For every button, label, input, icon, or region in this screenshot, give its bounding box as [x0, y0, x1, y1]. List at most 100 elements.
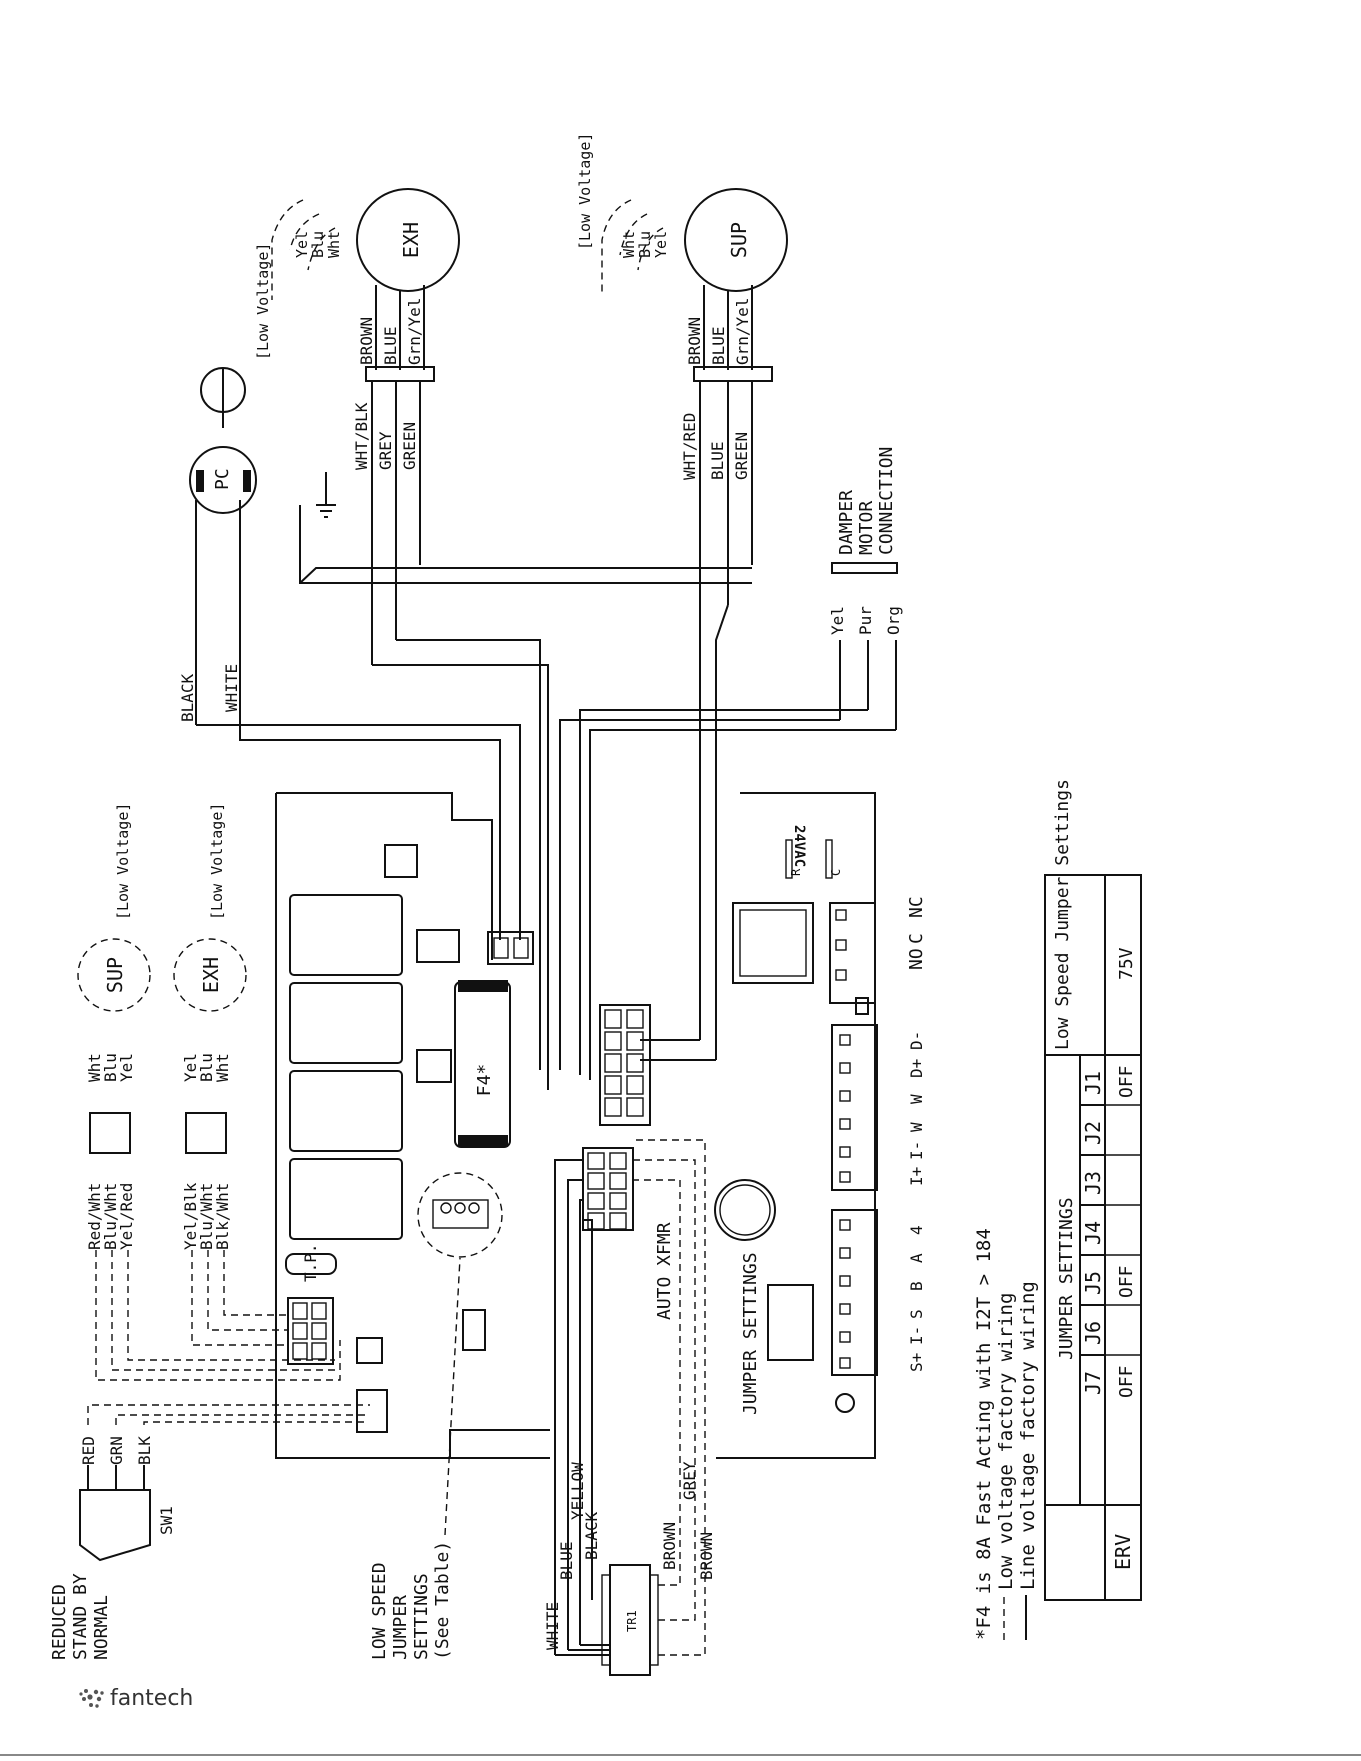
damper-title-3: CONNECTION [876, 447, 897, 555]
term-a-5: I- [907, 1141, 926, 1160]
power-line-white: WHITE [222, 664, 241, 712]
lv-exh-lead-2: Blu [197, 1053, 216, 1082]
vac-pin-c: C [829, 869, 843, 876]
exh-harness-2: GREY [376, 431, 395, 470]
damper-title-1: DAMPER [836, 490, 857, 555]
lv-exh-lead-1: Yel [181, 1053, 200, 1082]
table-col-j6: J6 [1081, 1321, 1105, 1345]
exh-motor-label: EXH [399, 222, 423, 258]
low-speed-note-2: JUMPER [390, 1595, 411, 1660]
vac-label: 24VAC [791, 825, 807, 867]
term-a-6: I+ [907, 1167, 926, 1186]
table-val-low: 75V [1116, 947, 1137, 980]
power-plug: PC BLACK WHITE [178, 367, 521, 940]
exh-harness-1: WHT/BLK [352, 402, 371, 470]
lv-sup-note: [Low Voltage] [114, 803, 132, 920]
exh-lead-1: Yel [293, 231, 311, 258]
vac-pin-r: R [789, 868, 803, 876]
tr1-wire-blue: BLUE [557, 1541, 576, 1580]
sw1-label: SW1 [157, 1506, 176, 1535]
lv-exh-wire-2: Blu/Wht [197, 1183, 216, 1250]
main-board: F4* T.P. [275, 792, 927, 1459]
table-col-j7: J7 [1081, 1371, 1105, 1395]
relay-c: C [906, 933, 927, 944]
exh-wire-1: BROWN [357, 317, 376, 365]
sup-wire-3: Grn/Yel [733, 298, 752, 365]
table-header-group: JUMPER SETTINGS [1056, 1197, 1077, 1360]
tr1-wire-black: BLACK [582, 1511, 601, 1560]
jumper-table: JUMPER SETTINGS Low Speed Jumper Setting… [1044, 779, 1142, 1601]
tr1-label: TR1 [625, 1610, 639, 1632]
sup-motor-note: [Low Voltage] [576, 133, 594, 250]
table-col-j1: J1 [1081, 1071, 1105, 1095]
ground-wiring [299, 472, 752, 584]
damper-wire-2: Pur [856, 606, 875, 635]
sup-lead-1: Wht [620, 231, 638, 258]
sup-motor-label: SUP [727, 222, 751, 258]
exh-harness-3: GREEN [400, 422, 419, 470]
tp-label: T.P. [301, 1243, 320, 1282]
lv-sup-motor: SUP [Low Voltage] Wht Blu Yel Red/Wht Bl… [77, 803, 341, 1381]
lv-exh-motor: EXH [Low Voltage] Yel Blu Wht Yel/Blk Bl… [173, 803, 288, 1346]
table-header-low: Low Speed Jumper Settings [1052, 779, 1073, 1050]
low-speed-note: LOW SPEED JUMPER SETTINGS (See Table) [369, 1257, 461, 1660]
table-val-j1: OFF [1116, 1065, 1137, 1098]
sw1-wire-blk: BLK [135, 1436, 154, 1465]
low-speed-note-3: SETTINGS [411, 1573, 432, 1660]
power-line-black: BLACK [178, 673, 197, 722]
sup-wire-2: BLUE [709, 326, 728, 365]
term-b-2: A [907, 1253, 926, 1263]
sw1-wire-grn: GRN [107, 1436, 126, 1465]
sup-motor: SUP [Low Voltage] Wht Blu Yel BROWN BLUE… [576, 133, 788, 1040]
table-col-j2: J2 [1081, 1121, 1105, 1145]
sw1-pos-1: REDUCED [49, 1584, 70, 1660]
exh-motor: EXH [Low Voltage] Yel Blu Wht BROWN BLUE… [254, 188, 460, 665]
sup-lead-2: Blu [636, 231, 654, 258]
plug-label: PC [212, 468, 233, 490]
relay-no: NO [906, 948, 927, 970]
lv-sup-lead-3: Yel [117, 1053, 136, 1082]
exh-motor-note: [Low Voltage] [254, 243, 272, 360]
brand-name: fantech [110, 1686, 193, 1711]
lv-exh-note: [Low Voltage] [208, 803, 226, 920]
brand: fantech [79, 1686, 193, 1711]
lv-exh-wire-1: Yel/Blk [181, 1182, 200, 1250]
low-speed-note-4: (See Table) [432, 1541, 453, 1660]
term-a-2: D+ [907, 1059, 926, 1078]
term-b-3: B [907, 1281, 926, 1291]
jumper-settings-label: JUMPER SETTINGS [740, 1252, 761, 1415]
transformer-tr1: TR1 WHITE BLUE BLACK YELLOW BROWN GREY B… [543, 1139, 716, 1676]
lv-sup-lead-2: Blu [101, 1053, 120, 1082]
lv-sup-lead-1: Wht [85, 1053, 104, 1082]
sup-harness-1: WHT/RED [680, 413, 699, 480]
sup-wire-1: BROWN [685, 317, 704, 365]
tr1-wire-grey: GREY [680, 1461, 699, 1500]
lv-sup-wire-3: Yel/Red [117, 1183, 136, 1250]
sw1-wire-red: RED [79, 1436, 98, 1465]
table-val-j7: OFF [1116, 1365, 1137, 1398]
tr1-wire-yellow: YELLOW [568, 1462, 587, 1520]
exh-lead-3: Wht [325, 231, 343, 258]
sup-harness-3: GREEN [732, 432, 751, 480]
notes: *F4 is 8A Fast Acting with I2T > 184 Low… [973, 1228, 1039, 1640]
damper-wire-1: Yel [828, 606, 847, 635]
term-a-1: D- [907, 1031, 926, 1050]
term-b-1: 4 [907, 1225, 926, 1235]
exh-wire-2: BLUE [381, 326, 400, 365]
low-speed-note-1: LOW SPEED [369, 1562, 390, 1660]
relay-nc: NC [906, 896, 927, 918]
tr1-wire-white: WHITE [543, 1602, 562, 1650]
table-val-j5: OFF [1116, 1265, 1137, 1298]
fan-dots-icon [79, 1689, 104, 1708]
harness-to-board [372, 604, 729, 1090]
lv-sup-wire-2: Blu/Wht [101, 1183, 120, 1250]
damper-connection: DAMPER MOTOR CONNECTION Yel Pur Org [559, 447, 903, 1080]
table-row-label: ERV [1111, 1534, 1135, 1570]
damper-wire-3: Org [884, 606, 903, 635]
term-b-5: I- [907, 1326, 926, 1345]
sup-lead-3: Yel [652, 231, 670, 258]
term-a-4: W [907, 1122, 926, 1132]
lv-exh-wire-3: Blk/Wht [213, 1183, 232, 1250]
lv-exh-label: EXH [199, 957, 223, 993]
